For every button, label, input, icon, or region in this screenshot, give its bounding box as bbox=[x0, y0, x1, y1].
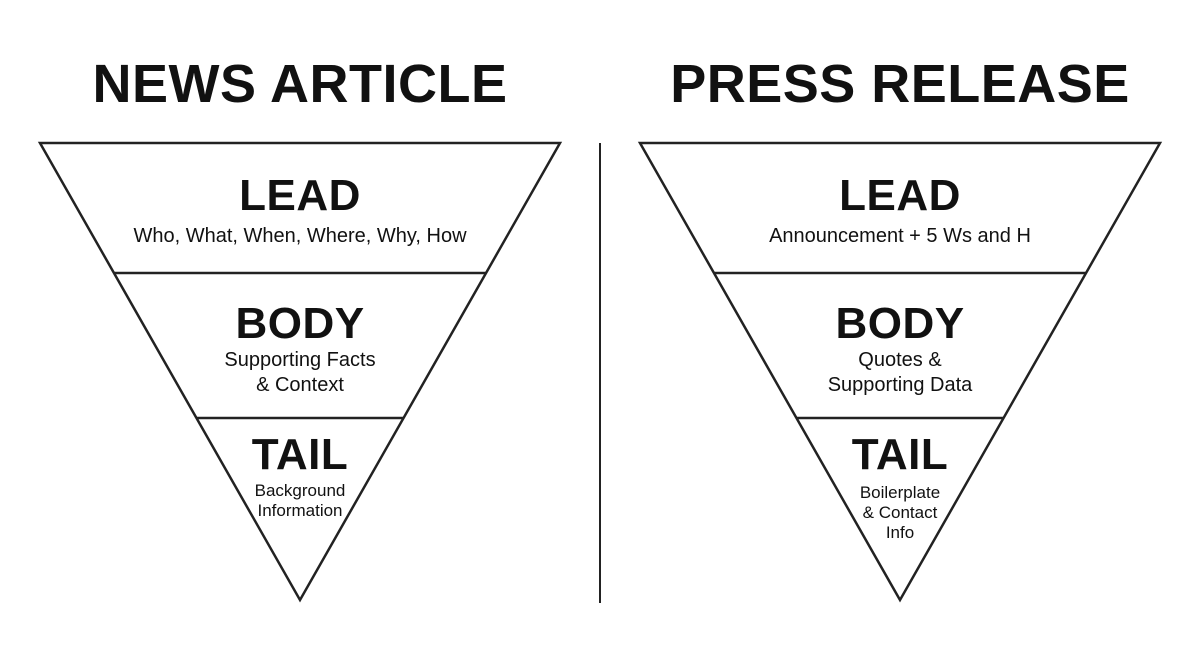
news-article-title: NEWS ARTICLE bbox=[92, 54, 508, 114]
press-release-title: PRESS RELEASE bbox=[670, 54, 1130, 114]
press-body-line-2: Supporting Data bbox=[827, 374, 973, 396]
news-article-panel: NEWS ARTICLE LEAD Who, What, When, Where… bbox=[37, 54, 563, 603]
news-pyramid-outline bbox=[37, 141, 563, 603]
news-inverted-pyramid bbox=[37, 141, 563, 603]
news-body-title: BODY bbox=[235, 299, 365, 348]
press-body-line-1: Quotes & bbox=[858, 349, 942, 371]
press-lead-title: LEAD bbox=[839, 171, 961, 220]
news-tail-title: TAIL bbox=[251, 430, 349, 479]
news-lead-description: Who, What, When, Where, Why, How bbox=[133, 225, 467, 247]
center-divider bbox=[599, 143, 601, 603]
press-tail-line-3: Info bbox=[885, 523, 915, 542]
press-release-panel: PRESS RELEASE LEAD Announcement + 5 Ws a… bbox=[600, 0, 1200, 655]
press-pyramid-outline bbox=[637, 141, 1163, 603]
news-tail-line-2: Information bbox=[257, 501, 343, 520]
press-lead-description: Announcement + 5 Ws and H bbox=[769, 225, 1031, 247]
news-body-line-1: Supporting Facts bbox=[224, 349, 376, 371]
news-tail-line-1: Background bbox=[254, 481, 346, 500]
press-body-title: BODY bbox=[835, 299, 965, 348]
press-inverted-pyramid bbox=[637, 141, 1163, 603]
news-lead-title: LEAD bbox=[239, 171, 361, 220]
press-tail-title: TAIL bbox=[851, 430, 949, 479]
news-body-line-2: & Context bbox=[256, 374, 344, 396]
press-tail-line-1: Boilerplate bbox=[859, 483, 941, 502]
press-tail-line-2: & Contact bbox=[862, 503, 938, 522]
